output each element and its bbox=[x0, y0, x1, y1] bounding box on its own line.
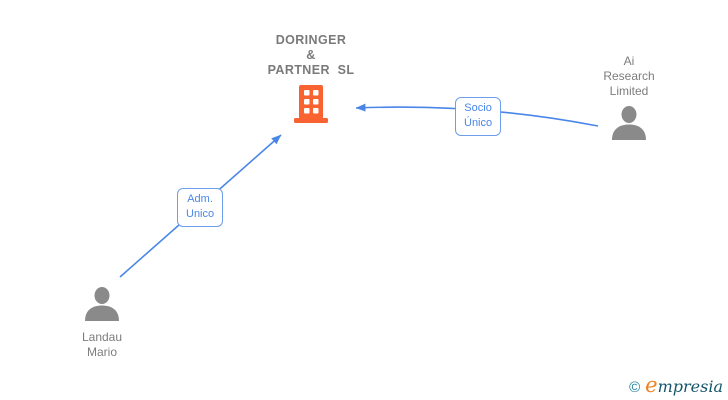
company-name: DORINGER & PARTNER SL bbox=[231, 33, 391, 78]
person-icon bbox=[22, 287, 182, 326]
edge-label-socio-unico[interactable]: Socio Único bbox=[455, 97, 502, 136]
building-icon bbox=[231, 85, 391, 128]
edge-label-line: Adm. bbox=[187, 193, 213, 205]
person-name: Ai Research Limited bbox=[549, 54, 709, 99]
person-name-line: Ai bbox=[623, 54, 635, 68]
node-ai-research-limited[interactable]: Ai Research Limited bbox=[549, 54, 709, 145]
company-name-line: & bbox=[306, 48, 316, 62]
person-name-line: Limited bbox=[609, 84, 649, 98]
node-doringer-partner-sl[interactable]: DORINGER & PARTNER SL bbox=[231, 33, 391, 128]
company-name-line: DORINGER bbox=[275, 33, 347, 47]
edge-label-line: Socio bbox=[464, 102, 492, 114]
copyright-icon: © bbox=[629, 379, 641, 396]
person-name-line: Research bbox=[603, 69, 655, 83]
node-landau-mario[interactable]: Landau Mario bbox=[22, 287, 182, 360]
edge-label-adm-unico[interactable]: Adm. Unico bbox=[177, 188, 224, 227]
person-name-line: Landau bbox=[81, 330, 123, 344]
edge-label-line: Único bbox=[464, 117, 493, 129]
empresia-logo-e: e bbox=[645, 373, 658, 397]
empresia-logo-text: mpresia bbox=[657, 377, 723, 396]
empresia-logo[interactable]: © e mpresia bbox=[629, 375, 723, 397]
person-name-line: Mario bbox=[86, 345, 117, 359]
edge-label-line: Unico bbox=[186, 208, 215, 220]
person-name: Landau Mario bbox=[22, 330, 182, 360]
company-name-line: PARTNER SL bbox=[267, 63, 355, 77]
person-icon bbox=[549, 106, 709, 145]
